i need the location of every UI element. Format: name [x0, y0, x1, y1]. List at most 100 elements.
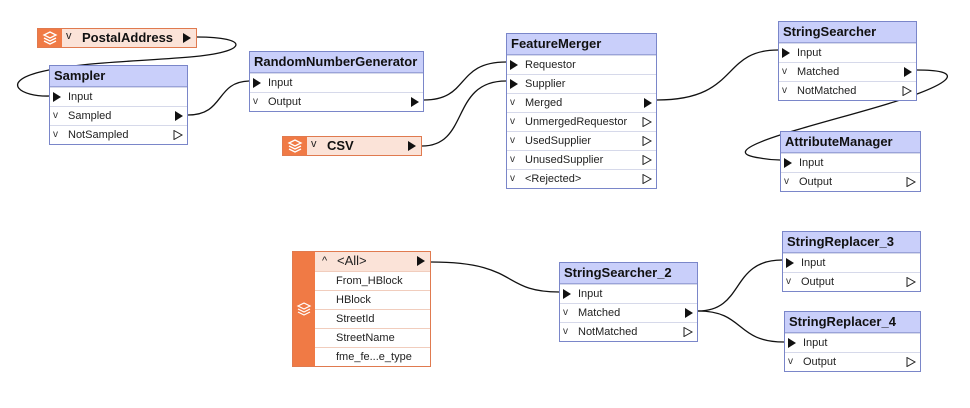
input-port-row[interactable]: Input [779, 43, 916, 62]
port-label: Input [803, 337, 828, 349]
reader-side-bar [293, 252, 315, 366]
unconnected-output-port-icon[interactable] [906, 177, 916, 187]
input-port-row[interactable]: Input [781, 153, 920, 172]
unconnected-output-port-icon[interactable] [642, 174, 652, 184]
output-port-row[interactable]: v Matched [779, 62, 916, 81]
port-label: <Rejected> [525, 173, 582, 185]
connection-wire[interactable] [697, 310, 785, 343]
reader-feature-type[interactable]: ^ <All> From_HBlock HBlock StreetId Stre… [292, 251, 431, 367]
input-port-row[interactable]: Input [50, 87, 187, 106]
connection-wire[interactable] [656, 49, 779, 101]
chevron-down-icon[interactable]: v [510, 173, 515, 184]
unconnected-output-port-icon[interactable] [642, 117, 652, 127]
output-port-row[interactable]: v NotSampled [50, 125, 187, 144]
port-label: UsedSupplier [525, 135, 592, 147]
output-port-row[interactable]: v UnmergedRequestor [507, 112, 656, 131]
output-port-row[interactable]: v NotMatched [779, 81, 916, 100]
chevron-down-icon[interactable]: v [563, 326, 568, 337]
unconnected-output-port-icon[interactable] [642, 136, 652, 146]
connection-wire[interactable] [421, 80, 507, 147]
unconnected-output-port-icon[interactable] [906, 277, 916, 287]
port-label: UnmergedRequestor [525, 116, 628, 128]
input-port-row[interactable]: Requestor [507, 55, 656, 74]
reader-csv[interactable]: v CSV [282, 136, 422, 156]
output-port-arrow[interactable] [183, 33, 191, 43]
output-port-arrow[interactable] [644, 98, 652, 108]
input-port-arrow[interactable] [510, 79, 518, 89]
input-port-row[interactable]: Input [560, 284, 697, 303]
input-port-arrow[interactable] [253, 78, 261, 88]
output-port-arrow[interactable] [411, 97, 419, 107]
input-port-arrow[interactable] [788, 338, 796, 348]
input-port-row[interactable]: Supplier [507, 74, 656, 93]
unconnected-output-port-icon[interactable] [642, 155, 652, 165]
output-port-row[interactable]: v <Rejected> [507, 169, 656, 188]
port-label: Output [803, 356, 837, 368]
chevron-down-icon[interactable]: v [510, 154, 515, 165]
port-label: NotSampled [68, 129, 129, 141]
chevron-down-icon[interactable]: v [784, 176, 789, 187]
input-port-arrow[interactable] [510, 60, 518, 70]
chevron-down-icon[interactable]: v [786, 276, 791, 287]
unconnected-output-port-icon[interactable] [906, 357, 916, 367]
input-port-row[interactable]: Input [785, 333, 920, 352]
chevron-down-icon[interactable]: v [510, 97, 515, 108]
connection-wire[interactable] [187, 80, 250, 116]
output-port-arrow[interactable] [175, 111, 183, 121]
chevron-down-icon[interactable]: v [510, 135, 515, 146]
chevron-down-icon[interactable]: v [53, 110, 58, 121]
input-port-row[interactable]: Input [250, 73, 423, 92]
port-label: Matched [797, 66, 840, 78]
reader-postaladdress[interactable]: v PostalAddress [37, 28, 197, 48]
chevron-down-icon[interactable]: v [311, 138, 317, 150]
chevron-down-icon[interactable]: v [788, 356, 793, 367]
output-port-arrow[interactable] [408, 141, 416, 151]
output-port-row[interactable]: v Output [785, 352, 920, 371]
unconnected-output-port-icon[interactable] [683, 327, 693, 337]
port-label: NotMatched [797, 85, 857, 97]
chevron-down-icon[interactable]: v [782, 66, 787, 77]
output-port-arrow[interactable] [417, 256, 425, 266]
connection-wire[interactable] [697, 259, 783, 312]
unconnected-output-port-icon[interactable] [173, 130, 183, 140]
input-port-arrow[interactable] [786, 258, 794, 268]
output-port-arrow[interactable] [904, 67, 912, 77]
chevron-down-icon[interactable]: v [53, 129, 58, 140]
chevron-up-icon[interactable]: ^ [322, 255, 328, 267]
output-port-arrow[interactable] [685, 308, 693, 318]
input-port-arrow[interactable] [53, 92, 61, 102]
chevron-down-icon[interactable]: v [253, 96, 258, 107]
connection-wire[interactable] [423, 61, 507, 101]
connection-wire[interactable] [430, 261, 560, 293]
unconnected-output-port-icon[interactable] [902, 86, 912, 96]
chevron-down-icon[interactable]: v [563, 307, 568, 318]
input-port-arrow[interactable] [563, 289, 571, 299]
chevron-down-icon[interactable]: v [66, 30, 72, 42]
reader-label: PostalAddress [82, 30, 174, 45]
attribute-row: fme_fe...e_type [315, 347, 430, 366]
input-port-arrow[interactable] [782, 48, 790, 58]
chevron-down-icon[interactable]: v [510, 116, 515, 127]
input-port-row[interactable]: Input [783, 253, 920, 272]
input-port-arrow[interactable] [784, 158, 792, 168]
chevron-down-icon[interactable]: v [782, 85, 787, 96]
output-port-row[interactable]: v UsedSupplier [507, 131, 656, 150]
reader-all-row[interactable]: ^ <All> [315, 252, 430, 271]
